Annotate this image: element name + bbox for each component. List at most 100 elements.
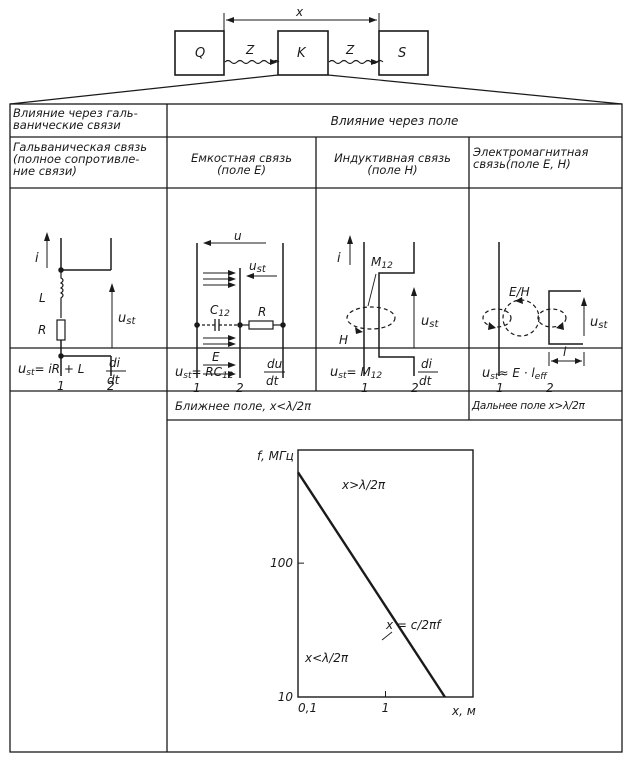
formula-electromagnetic: ust≈ E · leff [482, 366, 548, 382]
annotation-line: x = c/2πf [385, 618, 442, 632]
electromagnetic-circuit [482, 242, 587, 376]
arrow-left-icon [246, 273, 254, 279]
title-line: (полное сопротивле- [13, 152, 140, 166]
header-galvanic-line: ванические связи [13, 118, 121, 132]
block-q [174, 30, 225, 76]
conductor-label: 2 [107, 379, 115, 393]
fraction-inductive: di dt [418, 357, 438, 388]
arrow-right-icon [270, 59, 278, 65]
conductor-label: 1 [57, 379, 65, 393]
column-title-electromagnetic: Электромагнитная связь(поле E, H) [473, 146, 588, 170]
y-tick-label: 100 [270, 556, 293, 570]
galvanic-circuit [44, 232, 115, 376]
block-k-label: K [297, 46, 307, 61]
x-tick-label: 0,1 [298, 701, 317, 715]
conductor-label: 1 [496, 381, 504, 395]
conductor-label: 2 [236, 381, 244, 395]
field-e-label: E [212, 350, 220, 364]
resistor-label: R [38, 323, 46, 337]
e-field-arrows [203, 270, 236, 377]
inductor-symbol [59, 270, 64, 318]
svg-text:di: di [109, 356, 121, 370]
current-label: i [337, 251, 341, 266]
field-eh-label: E/H [509, 285, 530, 299]
arrow-right-icon [369, 17, 377, 23]
capacitive-circuit [194, 240, 286, 378]
conductor-label: 1 [361, 381, 369, 395]
voltage-u-label: u [234, 229, 242, 243]
column-title-inductive: Индуктивная связь (поле H) [316, 152, 469, 176]
y-axis-label: f, МГц [257, 449, 294, 463]
title-line: Гальваническая связь [13, 140, 148, 154]
resistor-symbol [248, 320, 274, 330]
title-line: Электромагнитная [473, 145, 589, 159]
table-grid [9, 103, 623, 753]
title-line: Индуктивная связь [334, 151, 451, 165]
voltage-label: ust [118, 311, 136, 327]
formula-inductive: ust= M12 [330, 365, 382, 381]
formulas: ust= iR + L di dt ust= RC12 du dt ust= M… [18, 356, 548, 388]
impedance-label: Z [245, 43, 255, 57]
arrow-up-icon [581, 297, 587, 306]
y-tick-label: 10 [278, 690, 294, 704]
block-k [277, 30, 329, 76]
annotation-leader [381, 631, 393, 641]
inductor-label: L [39, 291, 46, 305]
arrow-up-icon [109, 283, 115, 292]
length-label: l [563, 345, 567, 359]
current-label: i [35, 251, 39, 266]
annotation-far-region: x>λ/2π [341, 478, 386, 492]
arrow-up-icon [411, 287, 417, 296]
arrow-left-icon [226, 17, 234, 23]
formula-galvanic: ust= iR + L [18, 362, 84, 378]
voltage-label: ust [590, 315, 608, 331]
header-galvanic-line: Влияние через галь- [13, 106, 138, 120]
header-field: Влияние через поле [330, 114, 459, 128]
arrow-right-icon [371, 59, 379, 65]
title-line: связь(поле E, H) [473, 157, 571, 171]
block-s [378, 30, 429, 76]
distance-label: x [295, 5, 304, 19]
annotation-near-region: x<λ/2π [304, 651, 349, 665]
conductor-label: 2 [546, 381, 554, 395]
x-axis-label: x, м [451, 704, 476, 718]
svg-text:dt: dt [107, 373, 121, 387]
column-title-galvanic: Гальваническая связь (полное сопротивле-… [13, 141, 147, 177]
column-title-capacitive: Емкостная связь (поле E) [167, 152, 316, 176]
far-field-label: Дальнее поле x>λ/2π [472, 400, 585, 412]
svg-text:du: du [267, 357, 283, 371]
impedance-label: Z [345, 43, 355, 57]
title-line: (поле H) [367, 163, 418, 177]
title-line: (поле E) [217, 163, 266, 177]
block-s-label: S [398, 46, 406, 61]
series-line [296, 471, 446, 698]
formula-capacitive: ust= RC12 [175, 365, 234, 381]
header-galvanic: Влияние через галь- ванические связи [13, 107, 138, 131]
title-line: Емкостная связь [191, 151, 292, 165]
mutual-inductance-label: M12 [371, 255, 393, 271]
x-tick-label: 1 [382, 701, 390, 715]
resistor-label: R [258, 305, 266, 319]
resistor-symbol [56, 319, 66, 341]
fraction-galvanic: di dt [106, 356, 126, 387]
title-line: ние связи) [13, 164, 77, 178]
arrow-left-icon [203, 240, 211, 246]
voltage-label: ust [249, 259, 267, 275]
block-diagram [9, 13, 623, 105]
arrow-up-icon [44, 232, 50, 241]
block-q-label: Q [195, 46, 205, 61]
h-field-loop [346, 306, 396, 330]
conductor-label: 2 [411, 381, 419, 395]
arrow-up-icon [347, 235, 353, 244]
svg-text:dt: dt [266, 374, 280, 388]
field-h-label: H [339, 333, 348, 347]
inductive-circuit [346, 235, 417, 376]
fraction-capacitive: du dt [264, 357, 285, 388]
voltage-label: ust [421, 314, 439, 330]
near-field-label: Ближнее поле, x<λ/2π [175, 399, 312, 413]
svg-text:di: di [421, 357, 433, 371]
near-far-field-chart: 10 100 0,1 1 f, МГц x, м x>λ/2π x<λ/2π x = … [257, 449, 476, 718]
svg-text:dt: dt [419, 374, 433, 388]
capacitor-label: C12 [210, 303, 230, 319]
conductor-label: 1 [193, 381, 201, 395]
